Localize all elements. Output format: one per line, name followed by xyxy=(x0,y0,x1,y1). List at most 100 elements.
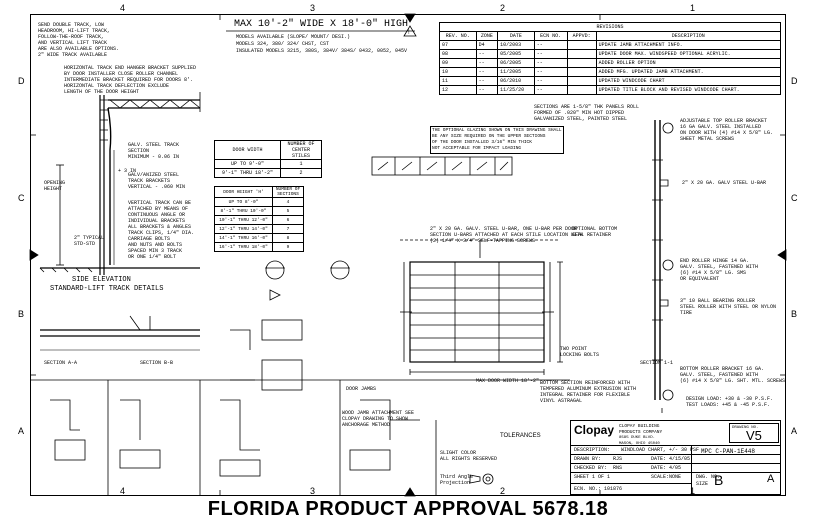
galv-bracket-label: GALV/ANIZED STEEL TRACK BRACKETS VERTICA… xyxy=(128,172,186,190)
zone-right-a: A xyxy=(791,426,798,436)
zone-right-c: C xyxy=(791,193,798,203)
section-panel-note: SECTIONS ARE 1-5/8" THK PANELS ROLL FORM… xyxy=(534,104,640,122)
track-details-title: STANDARD-LIFT TRACK DETAILS xyxy=(50,285,164,293)
table-cell: 9'-1" THRU 18'-2" xyxy=(214,168,281,178)
sections-table: DOOR HEIGHT 'H'NUMBER OF SECTIONS UP TO … xyxy=(214,186,304,252)
table-cell: 8'-1" THRU 10'-0" xyxy=(214,206,273,216)
table-cell: 9 xyxy=(272,242,304,252)
stiles-header-count: NUMBER OF CENTER STILES xyxy=(280,140,322,160)
zone-top-4: 4 xyxy=(120,3,126,13)
design-load-note: DESIGN LOAD: +30 & -30 P.S.F. TEST LOADS… xyxy=(686,396,774,408)
zone-bottom-2: 2 xyxy=(500,486,506,496)
size-label: SIZE xyxy=(696,481,709,487)
table-cell: 14'-1" THRU 16'-0" xyxy=(214,233,273,243)
table-cell: UP TO 8'-0" xyxy=(214,197,273,207)
table-cell: 11/2005 xyxy=(497,67,535,77)
table-cell: 12 xyxy=(439,85,477,95)
ubar-right-note: 2" X 20 GA. GALV STEEL U-BAR xyxy=(682,180,767,186)
rev-header-date: DATE xyxy=(497,31,535,41)
table-row: UP TO 8'-0"4 xyxy=(214,197,304,207)
table-cell: 11 xyxy=(439,76,477,86)
description-value: WINDLOAD CHART, +/- 30 PSF xyxy=(621,447,700,453)
plus-3in-label: + 3 IN xyxy=(118,168,137,174)
table-cell: -- xyxy=(475,76,499,86)
end-roller-note: END ROLLER HINGE 14 GA. GALV. STEEL, FAS… xyxy=(680,258,759,282)
table-cell: 06/2005 xyxy=(497,58,535,68)
zone-bottom-3: 3 xyxy=(310,486,316,496)
max-door-width-label: MAX DOOR WIDTH 18'-2" xyxy=(476,378,540,384)
table-cell: -- xyxy=(533,58,568,68)
zone-top-1: 1 xyxy=(690,3,696,13)
models-line1: MODELS AVAILABLE (SLOPE/ MOUNT/ DESI.) xyxy=(236,34,351,40)
vertical-track-note: VERTICAL TRACK CAN BE ATTACHED BY MEANS … xyxy=(128,200,195,260)
ecn-number: ECN. NO.: 101876 xyxy=(574,486,623,492)
adjustable-roller-note: ADJUSTABLE TOP ROLLER BRACKET 16 GA GALV… xyxy=(680,118,774,142)
company-logo: Clopay xyxy=(574,423,615,437)
galv-track-label: GALV. STEEL TRACK SECTION MINIMUM - 0.06… xyxy=(128,142,180,160)
table-cell: 07 xyxy=(439,40,477,50)
warning-icon: ! xyxy=(408,30,410,36)
rev-header-zone: ZONE xyxy=(475,31,499,41)
table-cell: -- xyxy=(475,67,499,77)
rev-header-no: REV. NO. xyxy=(439,31,477,41)
table-cell: -- xyxy=(533,40,568,50)
table-cell xyxy=(566,67,597,77)
florida-approval-footer: FLORIDA PRODUCT APPROVAL 5678.18 xyxy=(207,498,609,520)
zone-left-b: B xyxy=(18,309,25,319)
date-value: 4/15/05 xyxy=(669,456,691,462)
table-row: UP TO 9'-0"1 xyxy=(214,159,322,169)
typical-spacing-label: 2" TYPICAL STD-STD xyxy=(74,235,105,247)
options-note: SEND DOUBLE TRACK, LOW HEADROOM, HI-LIFT… xyxy=(38,22,120,58)
table-row: 10'-1" THRU 12'-0"6 xyxy=(214,215,304,225)
sections-header-height: DOOR HEIGHT 'H' xyxy=(214,186,273,198)
section-b-label: SECTION B-B xyxy=(140,360,174,366)
sheet-label: SHEET 1 OF 1 xyxy=(574,474,611,480)
description-label: DESCRIPTION: xyxy=(574,447,611,453)
shaft-roller-note: 3" 10 BALL BEARING ROLLER STEEL ROLLER W… xyxy=(680,298,777,316)
table-cell: -- xyxy=(533,85,568,95)
table-cell: 8 xyxy=(272,233,304,243)
table-cell: D4 xyxy=(475,40,499,50)
tolerances-label: TOLERANCES xyxy=(500,433,541,439)
third-angle-label: Third Angle Projection xyxy=(440,474,474,486)
strut-note: 2" X 20 GA. GALV. STEEL U-BAR, ONE U-BAR… xyxy=(430,226,584,244)
table-row: 11--06/2010--UPDATED WINDCODE CHART xyxy=(439,76,782,86)
side-elevation-title: SIDE ELEVATION xyxy=(72,276,131,284)
zone-right-b: B xyxy=(791,309,798,319)
zone-left-c: C xyxy=(18,193,25,203)
scale-value: NONE xyxy=(669,474,682,480)
table-cell: 06/2010 xyxy=(497,76,535,86)
date-label-2: DATE: xyxy=(651,465,667,471)
rev-header-appvd: APPVD: xyxy=(566,31,597,41)
scale-label: SCALE: xyxy=(651,474,670,480)
table-cell: 10'-1" THRU 12'-0" xyxy=(214,215,273,225)
table-cell: 10 xyxy=(439,67,477,77)
bracket-note: HORIZONTAL TRACK END HANGER BRACKET SUPP… xyxy=(64,65,197,95)
table-cell: 4 xyxy=(272,197,304,207)
zone-left-a: A xyxy=(18,426,25,436)
table-row: 10--11/2005--ADDED MFG. UPDATED JAMB ATT… xyxy=(439,67,782,77)
models-line3: INSULATED MODELS 3215, 380S, 384V/ 384S/… xyxy=(236,48,408,54)
revision-letter: A xyxy=(767,473,775,485)
wood-jamb-note: WOOD JAMB ATTACHMENT SEE CLOPAY DRAWING … xyxy=(342,410,415,428)
size-value: B xyxy=(714,472,724,488)
zone-right-d: D xyxy=(791,76,798,86)
checked-by-value: RNS xyxy=(613,465,623,471)
table-row: 8'-1" THRU 10'-0"5 xyxy=(214,206,304,216)
table-cell: UPDATED WINDCODE CHART xyxy=(595,76,782,86)
locking-bolts-label: TWO POINT LOCKING BOLTS xyxy=(560,346,600,358)
revisions-title: REVISIONS xyxy=(439,22,781,32)
company-subtitle: CLOPAY BUILDING PRODUCTS COMPANY xyxy=(619,424,663,435)
checked-by-label: CHECKED BY: xyxy=(574,465,608,471)
title-block: Clopay CLOPAY BUILDING PRODUCTS COMPANY … xyxy=(570,420,781,495)
table-cell: UP TO 9'-0" xyxy=(214,159,281,169)
stiles-header-width: DOOR WIDTH xyxy=(214,140,281,160)
optional-bottom-seal: OPTIONAL BOTTOM SEAL RETAINER xyxy=(572,226,618,238)
opening-height-label: OPENING HEIGHT xyxy=(44,180,66,192)
date-value-2: 4/05 xyxy=(669,465,682,471)
date-label: DATE: xyxy=(651,456,667,462)
rev-header-description: DESCRIPTION xyxy=(595,31,782,41)
table-row: 9'-1" THRU 18'-2"2 xyxy=(214,168,322,178)
